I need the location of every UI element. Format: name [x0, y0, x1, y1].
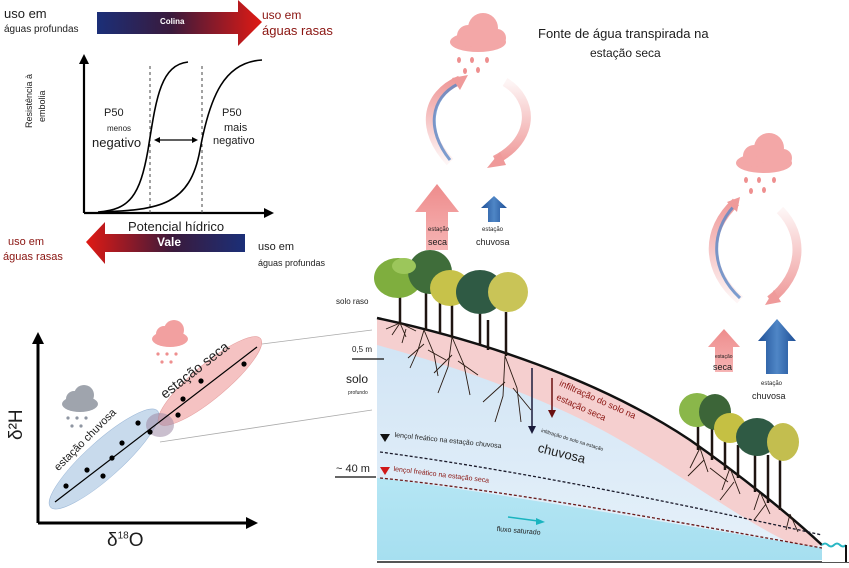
x-axis-label: Potencial hídrico: [128, 219, 225, 234]
y-axis-label-2: embolia: [37, 90, 47, 122]
upper-seca-small: estação: [428, 227, 450, 233]
profundo-label: profundo: [348, 390, 368, 396]
wet-season-arrow-right: [758, 319, 796, 374]
p50-chart: [79, 54, 274, 218]
soil-cross-section: [335, 316, 849, 563]
dry-season-arrow-right: [708, 329, 740, 372]
right-cycle-arrows: [708, 197, 802, 305]
solo-raso-label: solo raso: [336, 297, 369, 306]
upper-seca-big: seca: [428, 237, 448, 247]
colina-label: Colina: [160, 17, 185, 26]
pink-cloud-right-icon: [736, 133, 792, 194]
solo-label: solo: [346, 372, 369, 386]
isotope-x-label: δ18O: [107, 530, 143, 552]
vale-arrow: [86, 222, 245, 264]
right-chuvosa-big: chuvosa: [752, 391, 786, 401]
top-left-label-1: uso em: [4, 6, 47, 21]
bottom-right-label-2: águas profundas: [258, 258, 326, 268]
top-left-label-2: águas profundas: [4, 24, 79, 35]
p50-right-2: mais: [224, 122, 248, 134]
depth-40-label: ~ 40 m: [336, 463, 370, 475]
p50-right-1: P50: [222, 107, 242, 119]
bottom-left-label-1: uso em: [8, 236, 45, 248]
top-right-label-1: uso em: [262, 8, 302, 22]
isotope-chart: [32, 329, 373, 529]
depth-05-label: 0,5 m: [352, 345, 373, 354]
vale-label: Vale: [157, 235, 182, 249]
main-title-line-2: estação seca: [590, 46, 661, 60]
top-right-label-2: águas rasas: [262, 23, 333, 38]
p50-right-3: negativo: [213, 135, 255, 147]
top-cycle-arrows: [425, 75, 531, 168]
upper-chuvosa-small: estação: [482, 227, 504, 233]
bottom-left-label-2: águas rasas: [3, 251, 63, 263]
upper-chuvosa-big: chuvosa: [476, 237, 510, 247]
curve-more-negative: [99, 59, 263, 213]
dry-season-arrow-upper: [415, 184, 459, 250]
x-label-prefix: δ: [107, 530, 118, 551]
right-seca-small: estação: [715, 354, 733, 360]
p50-left-2: menos: [107, 124, 132, 133]
grey-cloud-icon: [62, 385, 98, 428]
right-seca-big: seca: [713, 362, 733, 372]
y-axis-label-1: Resistência à: [24, 73, 34, 128]
bottom-right-label-1: uso em: [258, 241, 295, 253]
x-label-suffix: O: [128, 530, 144, 551]
main-title-line-1: Fonte de água transpirada na: [538, 26, 709, 41]
pink-cloud-top-icon: [450, 13, 506, 74]
p50-left-3: negativo: [92, 135, 142, 150]
isotope-y-label: δ²H: [6, 409, 27, 440]
trees-upper: [374, 250, 528, 356]
x-label-sup: 18: [117, 530, 129, 542]
trees-lower: [679, 393, 799, 510]
curve-less-negative: [97, 61, 189, 213]
isotope-points: [63, 361, 247, 489]
p50-left-1: P50: [104, 107, 124, 119]
colina-arrow: [97, 0, 262, 46]
wet-season-arrow-upper: [481, 196, 507, 222]
pink-cloud-small-icon: [152, 320, 188, 364]
right-chuvosa-small: estação: [761, 381, 783, 387]
roots: [385, 322, 799, 533]
